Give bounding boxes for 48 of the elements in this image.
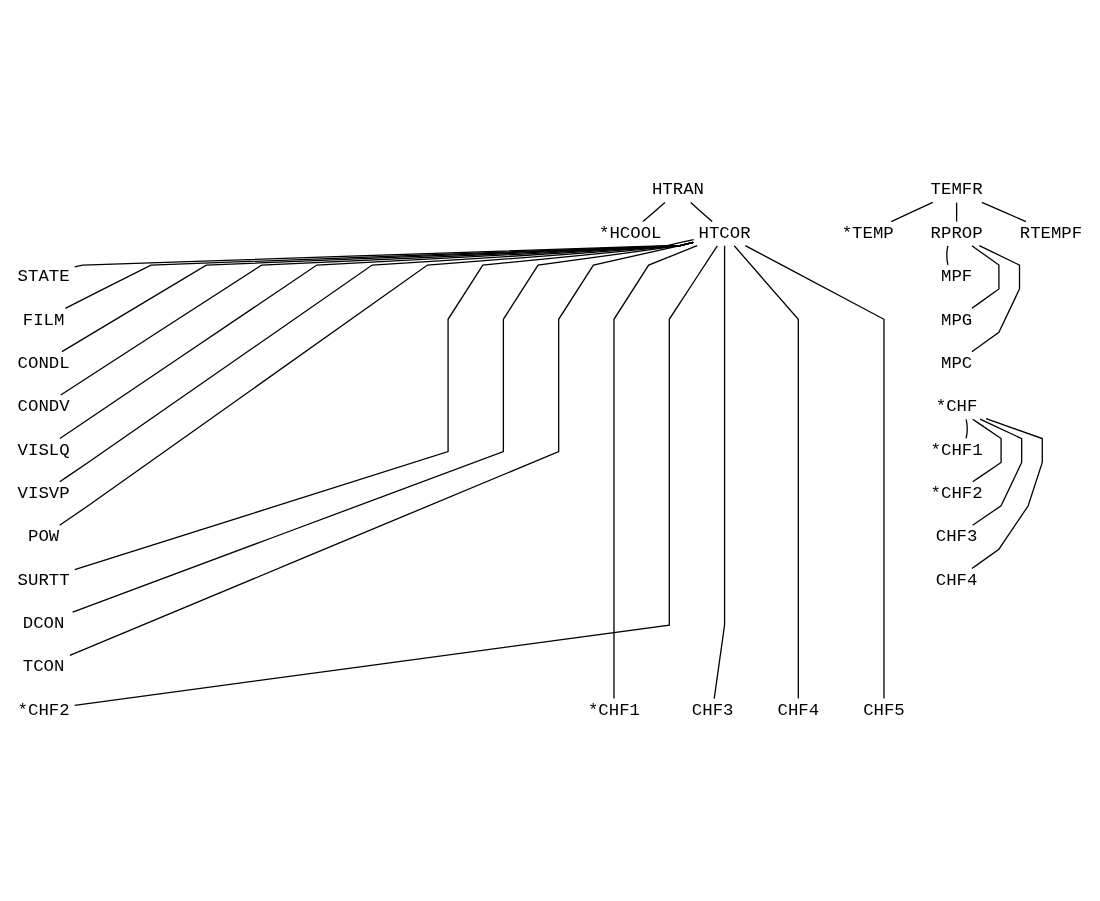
- node-text: VISLQ: [17, 440, 70, 460]
- connector: [972, 418, 1002, 483]
- node-text: *HCOOL: [599, 223, 662, 243]
- connector: [733, 245, 799, 700]
- connector: [890, 201, 934, 223]
- node-text: CONDV: [17, 397, 70, 417]
- connector: [690, 201, 713, 223]
- connector: [971, 245, 1000, 309]
- node-text: CHF4: [935, 570, 978, 590]
- connector: [972, 418, 1023, 526]
- node-text: *CHF1: [587, 700, 640, 720]
- node-text: MPG: [941, 310, 973, 330]
- node-text: HTCOR: [698, 223, 751, 243]
- node-text: DCON: [22, 614, 65, 634]
- node-text: RPROP: [930, 223, 983, 243]
- connector: [971, 245, 1021, 353]
- connector: [613, 245, 698, 700]
- node-text: *CHF2: [930, 483, 983, 503]
- node-text: MPF: [941, 267, 973, 287]
- connector: [971, 418, 1043, 570]
- node-text: VISVP: [17, 483, 70, 503]
- node-text: *CHF: [935, 397, 978, 417]
- node-text: CHF5: [863, 700, 905, 720]
- node-text: RTEMPF: [1019, 223, 1083, 243]
- connector: [642, 201, 666, 223]
- node-text: SURTT: [17, 570, 70, 590]
- node-text: CHF3: [691, 700, 734, 720]
- node-text: *CHF2: [17, 700, 70, 720]
- node-text: *CHF1: [930, 440, 983, 460]
- node-text: FILM: [22, 310, 65, 330]
- node-text: HTRAN: [651, 180, 704, 200]
- connector: [965, 418, 968, 440]
- node-text: MPC: [941, 353, 973, 373]
- node-text: *TEMP: [841, 223, 894, 243]
- node-text: POW: [28, 527, 60, 547]
- node-text: CHF3: [935, 527, 978, 547]
- node-text: TEMFR: [930, 180, 983, 200]
- connector: [946, 245, 949, 266]
- node-text: CHF4: [777, 700, 820, 720]
- connector: [981, 201, 1027, 223]
- connector: [955, 201, 958, 223]
- connector: [74, 245, 718, 707]
- node-text: CONDL: [17, 353, 70, 373]
- connector: [74, 238, 695, 268]
- connector: [713, 245, 726, 700]
- node-text: STATE: [17, 267, 70, 287]
- connector: [744, 245, 885, 700]
- node-text: TCON: [22, 657, 65, 677]
